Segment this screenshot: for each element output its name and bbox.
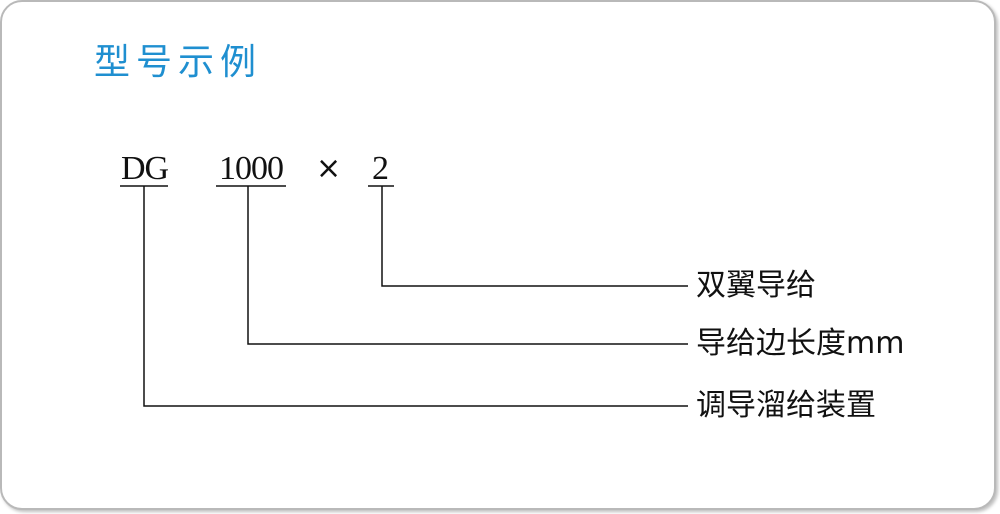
model-size: 1000 xyxy=(219,150,284,187)
model-count: 2 xyxy=(372,150,389,187)
leader-size xyxy=(247,186,688,345)
label-prefix-desc: 调导溜给装置 xyxy=(696,388,876,423)
leader-count xyxy=(381,186,688,287)
model-prefix: DG xyxy=(121,150,169,187)
leader-prefix xyxy=(143,186,688,407)
label-size-desc: 导给边长度mm xyxy=(696,326,905,361)
label-count-desc: 双翼导给 xyxy=(696,268,816,303)
diagram-title: 型号示例 xyxy=(94,42,263,83)
multiply-sign: × xyxy=(316,151,342,186)
